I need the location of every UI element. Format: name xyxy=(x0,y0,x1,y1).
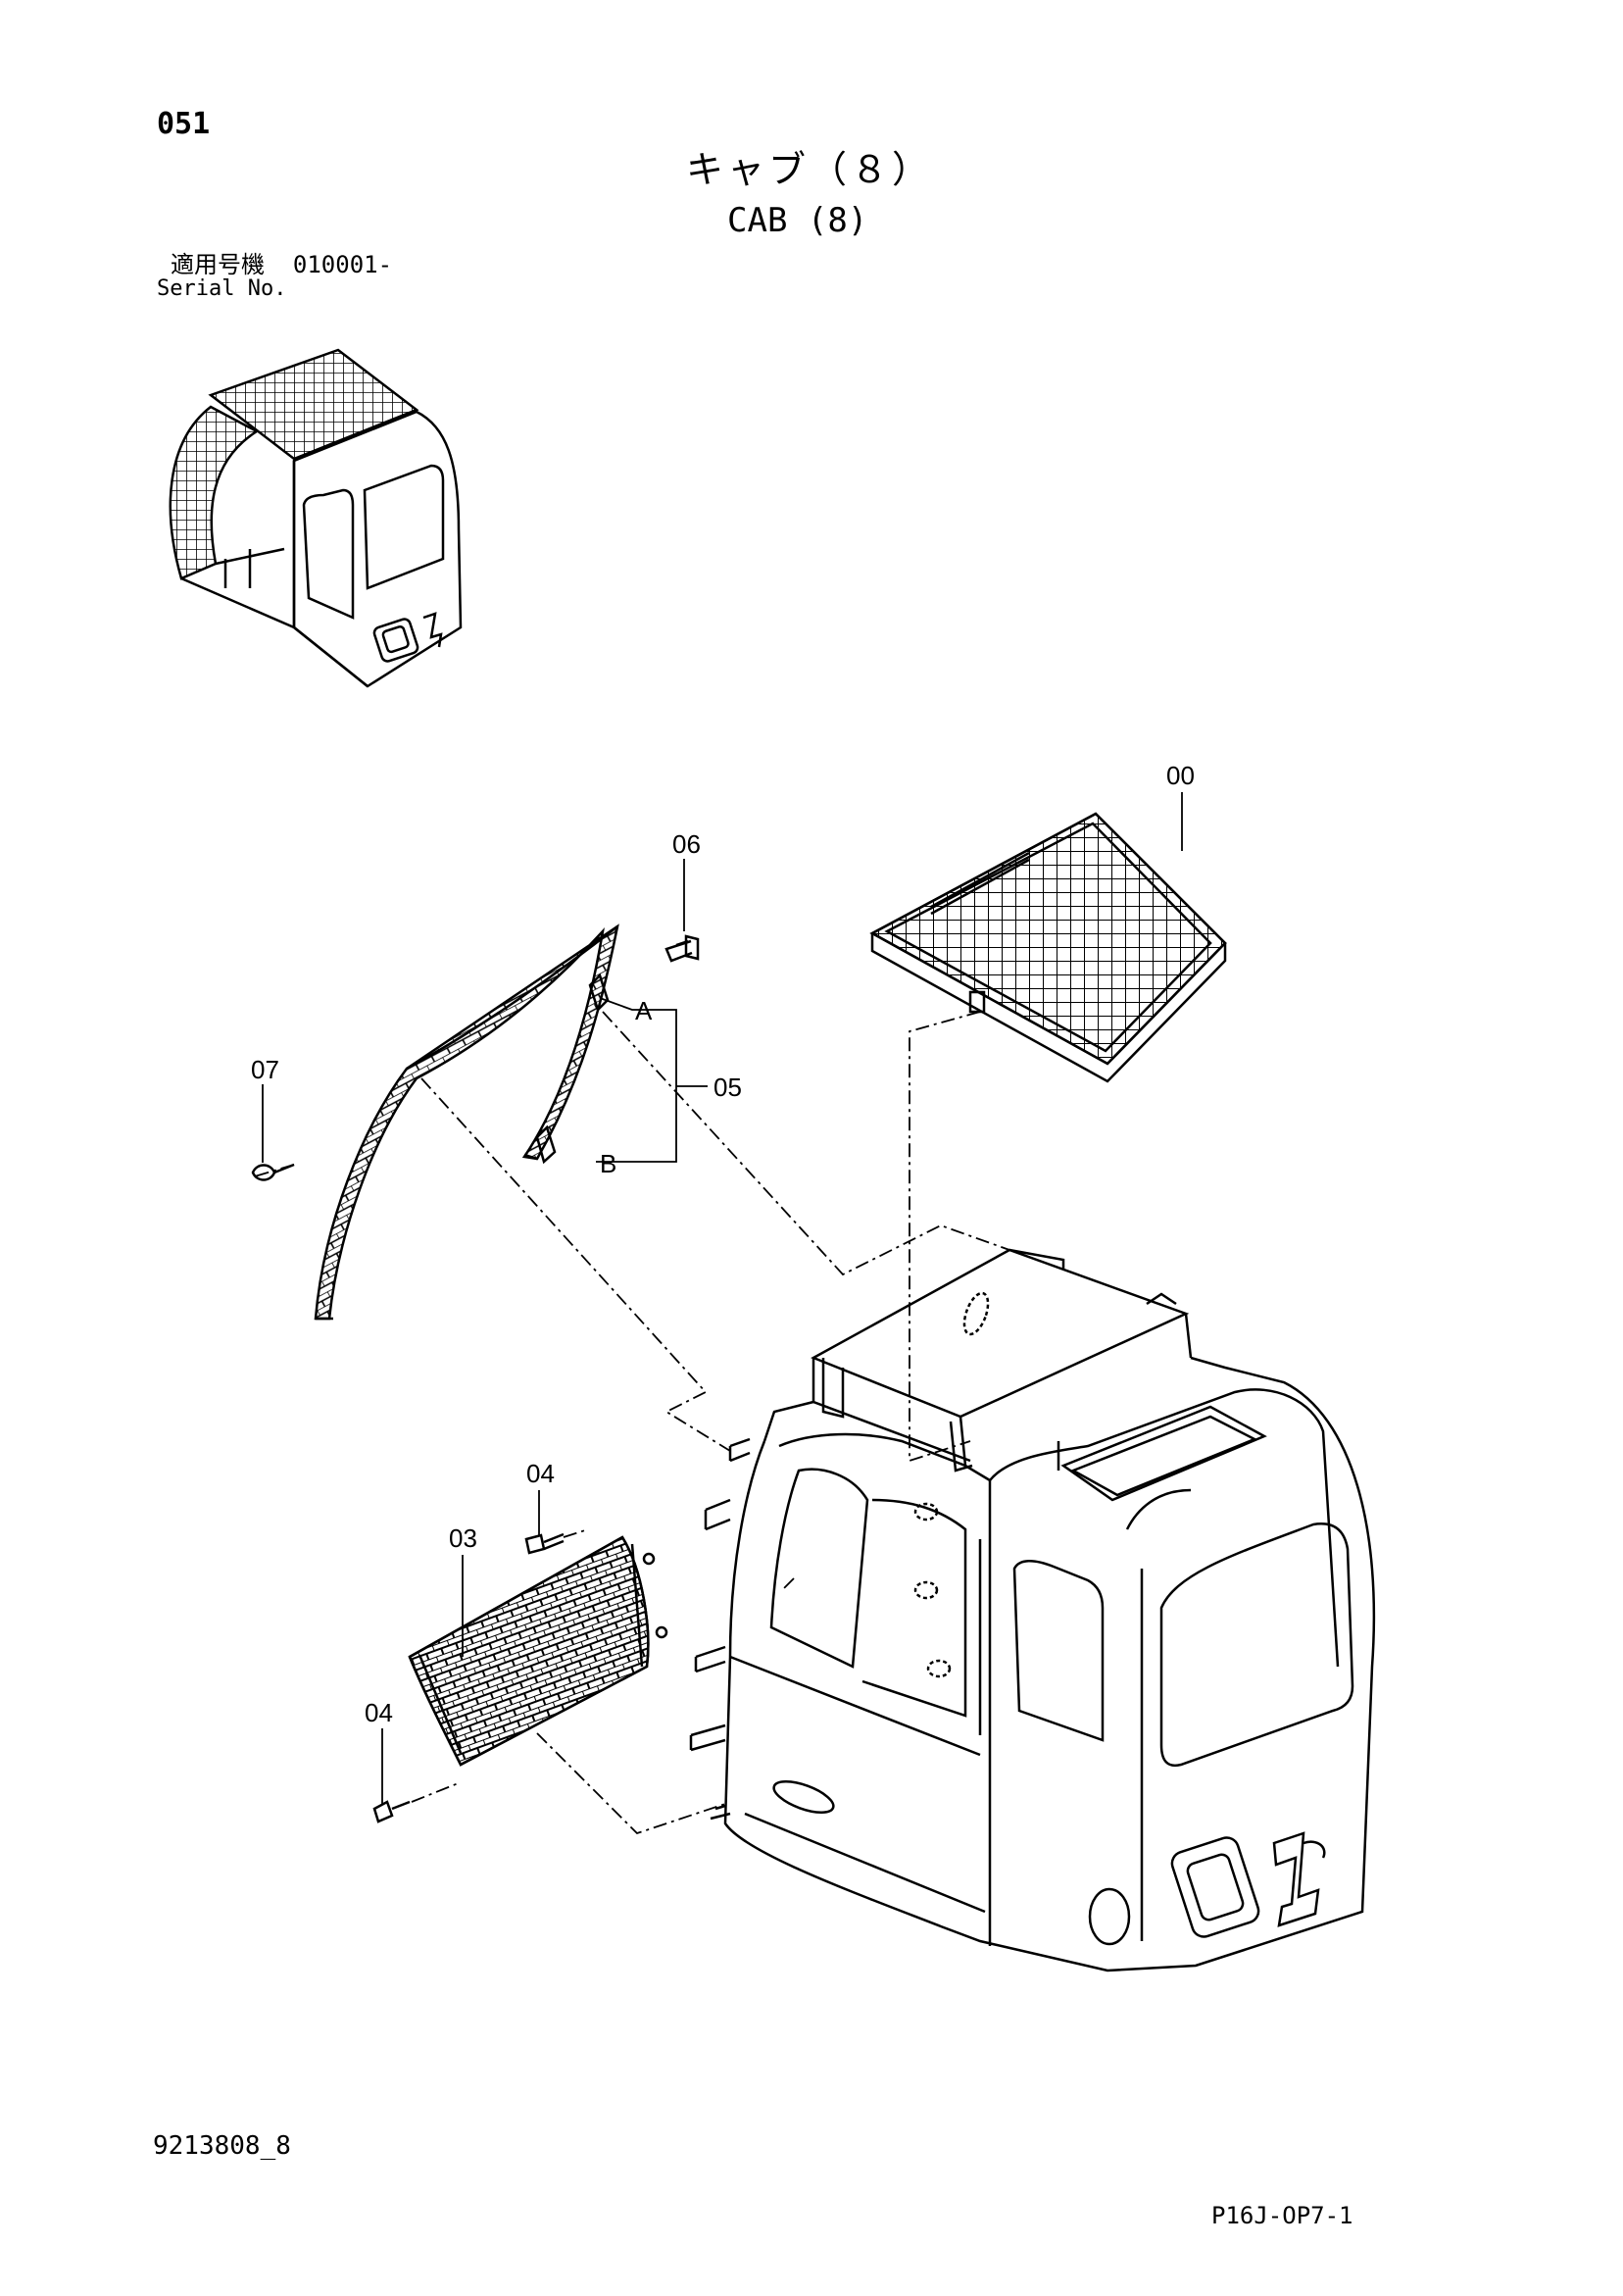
callout-a: A xyxy=(635,996,653,1025)
part-05-front-guard xyxy=(314,923,619,1321)
callout-04-lower: 04 xyxy=(365,1698,393,1727)
serial-label-japanese: 適用号機 010001- xyxy=(171,253,392,276)
document-code: 9213808_8 xyxy=(153,2131,291,2161)
serial-range: 010001- xyxy=(292,251,393,278)
figure-code: P16J-OP7-1 xyxy=(1211,2202,1353,2229)
callout-03: 03 xyxy=(449,1523,477,1553)
leader-lines xyxy=(254,792,1183,1835)
cab-body xyxy=(689,1248,1376,1972)
part-03-lower-guard xyxy=(408,1535,668,1767)
serial-label-ja-text: 適用号機 xyxy=(171,251,265,278)
serial-label-english: Serial No. xyxy=(157,276,287,301)
overview-front-guard xyxy=(169,405,260,580)
page-title-english: CAB (8) xyxy=(727,201,868,240)
overview-cab xyxy=(169,348,463,688)
callout-00: 00 xyxy=(1166,761,1195,790)
page-number: 051 xyxy=(157,107,211,141)
part-00-top-guard xyxy=(869,812,1227,1083)
callout-b: B xyxy=(600,1149,616,1178)
overview-roof-guard xyxy=(208,348,419,461)
callout-06: 06 xyxy=(672,829,701,859)
callout-04-upper: 04 xyxy=(526,1459,555,1488)
page-title-japanese: キャブ（８） xyxy=(686,148,934,191)
callout-07: 07 xyxy=(251,1055,279,1084)
callout-05: 05 xyxy=(713,1073,742,1102)
